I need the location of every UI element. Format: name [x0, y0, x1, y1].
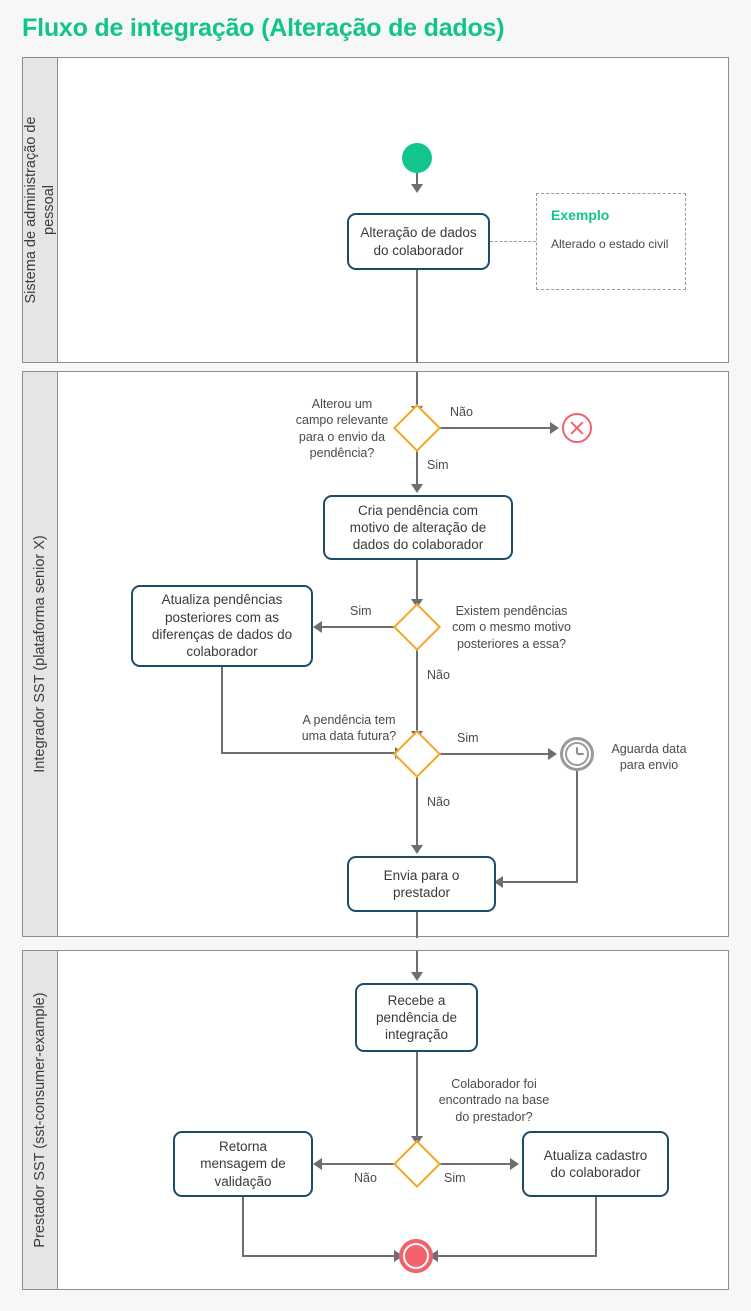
task-envia-para-prestador-label: Envia para o prestador: [383, 867, 460, 900]
arrowhead-start-to-alteracao: [411, 184, 423, 193]
flow-label-gateway2-sim: Sim: [350, 604, 372, 618]
flow-atualiza-down: [221, 667, 223, 754]
flow-retorna-right: [242, 1255, 396, 1257]
task-atualiza-cadastro-colaborador-label: Atualiza cadastro do colaborador: [543, 1147, 648, 1180]
flow-gateway3-nao: [416, 771, 418, 849]
clock-minute-hand: [577, 753, 584, 755]
end-event[interactable]: [399, 1239, 433, 1273]
lane-integrador-sst: Integrador SST (plataforma senior X) Alt…: [22, 371, 729, 938]
timer-event-aguarda-data-label: Aguarda data para envio: [611, 742, 687, 773]
flow-envia-to-recebe: [416, 912, 418, 938]
gateway-alterou-campo-relevante-label: Alterou um campo relevante para o envio …: [295, 397, 389, 460]
flow-label-gateway3-nao: Não: [427, 795, 450, 809]
gateway-existem-pendencias-posteriores[interactable]: [392, 602, 442, 652]
arrowhead-gateway1-sim: [411, 484, 423, 493]
task-atualiza-pendencias-posteriores-label: Atualiza pendências posteriores com as d…: [151, 592, 293, 660]
lane-header-prestador: Prestador SST (sst-consumer-example): [23, 951, 58, 1289]
arrowhead-atualiza-cadastro-to-end: [429, 1250, 438, 1262]
flow-label-gateway1-sim: Sim: [427, 458, 449, 472]
flow-atualiza-right: [221, 752, 397, 754]
flow-gateway1-sim: [416, 445, 418, 489]
flow-gateway4-sim: [434, 1163, 512, 1165]
flow-atualiza-cadastro-left: [438, 1255, 597, 1257]
flow-label-gateway3-sim: Sim: [457, 731, 479, 745]
lane-prestador-sst: Prestador SST (sst-consumer-example) Rec…: [22, 950, 729, 1290]
page-title: Fluxo de integração (Alteração de dados): [22, 14, 505, 42]
flow-timer-down: [576, 771, 578, 883]
flow-recebe-to-gateway4: [416, 1052, 418, 1141]
task-cria-pendencia-label: Cria pendência com motivo de alteração d…: [349, 502, 487, 553]
flow-gateway2-nao: [416, 644, 418, 736]
task-cria-pendencia[interactable]: Cria pendência com motivo de alteração d…: [323, 495, 513, 560]
task-alteracao-de-dados-label: Alteração de dados do colaborador: [360, 225, 477, 258]
flow-label-gateway4-sim: Sim: [444, 1171, 466, 1185]
lane-sistema-administracao-de-pessoal: Sistema de administração de pessoal Alte…: [22, 57, 729, 363]
error-end-event[interactable]: [562, 413, 592, 443]
flow-cria-to-gateway2: [416, 560, 418, 604]
flow-gateway4-nao: [322, 1163, 400, 1165]
arrowhead-gateway3-nao: [411, 845, 423, 854]
arrowhead-gateway3-sim: [548, 748, 557, 760]
arrowhead-timer-to-envia: [494, 876, 503, 888]
arrowhead-retorna-to-end: [394, 1250, 403, 1262]
lane-body-integrador: Alterou um campo relevante para o envio …: [58, 372, 728, 938]
task-recebe-pendencia-label: Recebe a pendência de integração: [375, 992, 458, 1043]
arrowhead-gateway4-sim: [510, 1158, 519, 1170]
gateway-existem-pendencias-posteriores-label: Existem pendências com o mesmo motivo po…: [452, 604, 571, 651]
lane-label-integrador: Integrador SST (plataforma senior X): [31, 535, 48, 773]
flow-label-gateway1-nao: Não: [450, 405, 473, 419]
flow-timer-left: [503, 881, 578, 883]
flow-gateway3-sim: [434, 753, 550, 755]
arrowhead-gateway4-nao: [313, 1158, 322, 1170]
timer-inner-circle: [565, 742, 589, 766]
timer-event-aguarda-data[interactable]: [560, 737, 594, 771]
lane-body-admin: Alteração de dados do colaborador Exempl…: [58, 58, 728, 363]
annotation-exemplo-text: Alterado o estado civil: [551, 237, 669, 251]
task-alteracao-de-dados[interactable]: Alteração de dados do colaborador: [347, 213, 490, 270]
association-alteracao-to-exemplo: [490, 241, 536, 242]
task-atualiza-pendencias-posteriores[interactable]: Atualiza pendências posteriores com as d…: [131, 585, 313, 667]
end-event-ring: [403, 1243, 429, 1269]
arrowhead-gateway1-nao: [550, 422, 559, 434]
lane-label-prestador: Prestador SST (sst-consumer-example): [31, 992, 48, 1248]
flow-atualiza-cadastro-down: [595, 1197, 597, 1257]
lane-label-admin: Sistema de administração de pessoal: [23, 116, 57, 304]
task-atualiza-cadastro-colaborador[interactable]: Atualiza cadastro do colaborador: [522, 1131, 669, 1197]
lane-header-integrador: Integrador SST (plataforma senior X): [23, 372, 58, 936]
task-envia-para-prestador[interactable]: Envia para o prestador: [347, 856, 496, 912]
flow-gateway2-sim: [322, 626, 400, 628]
lane-header-admin: Sistema de administração de pessoal: [23, 58, 58, 362]
flow-label-gateway4-nao: Não: [354, 1171, 377, 1185]
clock-hour-hand: [576, 747, 578, 754]
gateway-alterou-campo-relevante[interactable]: [392, 403, 442, 453]
start-event[interactable]: [402, 143, 432, 173]
flow-start-to-alteracao: [416, 173, 418, 187]
annotation-exemplo: Exemplo Alterado o estado civil: [536, 193, 686, 290]
flow-gateway1-nao: [434, 427, 552, 429]
flow-label-gateway2-nao: Não: [427, 668, 450, 682]
flow-into-gateway1: [416, 372, 418, 410]
task-recebe-pendencia[interactable]: Recebe a pendência de integração: [355, 983, 478, 1052]
flow-into-recebe: [416, 951, 418, 976]
gateway-colaborador-encontrado[interactable]: [392, 1139, 442, 1189]
annotation-exemplo-title: Exemplo: [551, 207, 610, 223]
task-retorna-mensagem-validacao[interactable]: Retorna mensagem de validação: [173, 1131, 313, 1197]
flow-alteracao-to-gateway1: [416, 270, 418, 363]
flow-retorna-down: [242, 1197, 244, 1257]
arrowhead-gateway2-sim: [313, 621, 322, 633]
gateway-colaborador-encontrado-label: Colaborador foi encontrado na base do pr…: [438, 1077, 550, 1124]
task-retorna-mensagem-validacao-label: Retorna mensagem de validação: [200, 1139, 286, 1189]
lane-body-prestador: Recebe a pendência de integração Colabor…: [58, 951, 728, 1289]
arrowhead-into-recebe: [411, 972, 423, 981]
gateway-pendencia-data-futura-label: A pendência tem uma data futura?: [301, 713, 397, 744]
